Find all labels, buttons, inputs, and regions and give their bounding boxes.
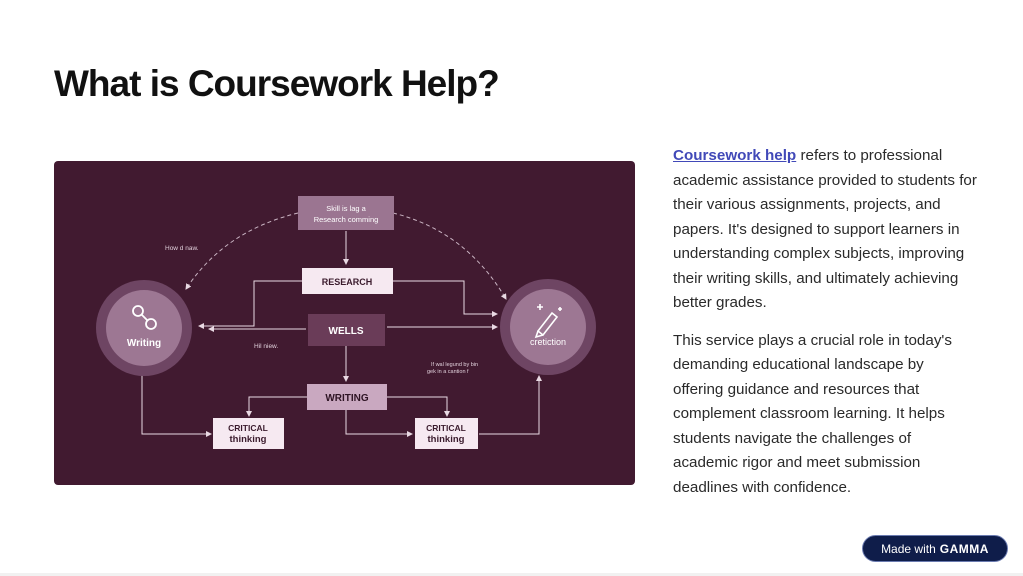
wells-box: WELLS [308, 314, 385, 346]
bottom-divider [0, 573, 1023, 576]
critical-right-line2: thinking [428, 434, 465, 445]
arc-right [392, 212, 507, 300]
top-box-line1: Skill is lag a [326, 204, 366, 213]
annotation-how-d-naw: How d naw. [165, 245, 199, 252]
made-with-gamma-badge[interactable]: Made with GAMMA [862, 535, 1008, 562]
critical-left-line2: thinking [230, 434, 267, 445]
research-label: RESEARCH [322, 277, 373, 287]
connector-research-right [392, 280, 498, 317]
writing-circle-label: Writing [127, 338, 161, 349]
connector-writing-critright [384, 396, 450, 417]
description-column: Coursework help refers to professional a… [673, 144, 978, 513]
wells-label: WELLS [329, 326, 364, 337]
paragraph-intro-text: refers to professional academic assistan… [673, 147, 977, 311]
badge-prefix: Made with [881, 541, 936, 556]
slide-title: What is Coursework Help? [54, 63, 500, 104]
research-box: RESEARCH [302, 268, 393, 294]
link-icon [132, 305, 157, 330]
coursework-diagram: Writing cretiction Skill is lag a Resear… [54, 161, 635, 485]
coursework-help-link[interactable]: Coursework help [673, 147, 797, 164]
paragraph-role: This service plays a crucial role in tod… [673, 331, 952, 496]
writing-box: WRITING [307, 384, 387, 410]
connector-research-left [198, 280, 302, 329]
top-box: Skill is lag a Research comming [298, 196, 394, 230]
writing-box-label: WRITING [325, 393, 369, 404]
annotation-note-line2: gek in a cantion f [427, 369, 469, 375]
magic-pencil-icon [534, 304, 562, 339]
connector-writing-down [345, 409, 413, 437]
critical-thinking-right-box: CRITICAL thinking [415, 418, 478, 449]
writing-circle: Writing [96, 280, 192, 376]
gamma-logo: GAMMA [939, 541, 989, 556]
connector-writing-critleft [246, 396, 308, 417]
arc-left [185, 212, 299, 290]
cretiction-circle-label: cretiction [530, 337, 566, 347]
critical-left-line1: CRITICAL [228, 423, 268, 433]
annotation-hil-niew: Hil niew. [254, 343, 278, 350]
paragraph-intro: Coursework help refers to professional a… [673, 144, 978, 316]
critical-right-line1: CRITICAL [426, 423, 466, 433]
connector-circle-left-down [141, 375, 212, 437]
top-box-line2: Research comming [314, 215, 379, 224]
critical-thinking-left-box: CRITICAL thinking [213, 418, 284, 449]
cretiction-circle: cretiction [500, 279, 596, 375]
annotation-note-line1: If wal legund by bin [431, 362, 478, 368]
connector-critright-circle [479, 375, 542, 435]
